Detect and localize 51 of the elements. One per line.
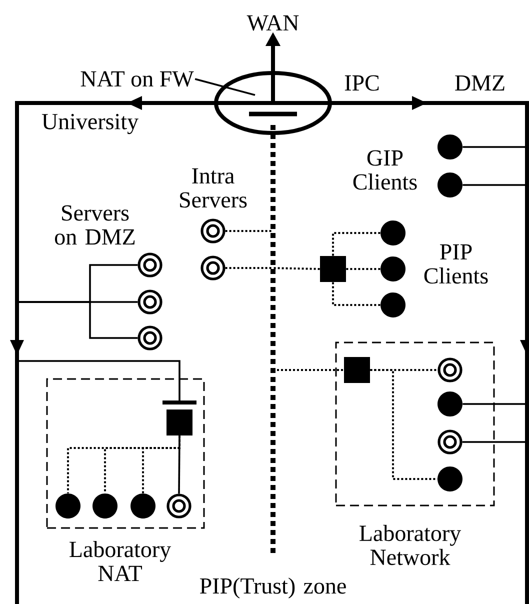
filled-circle-symbol (380, 256, 406, 282)
text-label: GIP Clients (353, 150, 417, 190)
double-circle-symbol (200, 256, 226, 280)
group-box: Laboratory Network (335, 342, 495, 566)
node-label: Laboratory Network (360, 524, 462, 566)
text-label: University (42, 114, 138, 134)
text-label: Servers on DMZ (55, 205, 135, 245)
filled-circle-symbol (92, 494, 118, 518)
connector-line (332, 282, 380, 306)
connector-line (370, 369, 438, 480)
filled-circle-symbol (56, 494, 80, 518)
connector-line (17, 301, 138, 339)
square-symbol (344, 357, 370, 383)
connector-line (142, 436, 180, 494)
node-label: Laboratory NAT (70, 541, 172, 581)
connector-line (462, 146, 527, 148)
filled-circle-symbol (438, 392, 462, 416)
text-label: DMZ (455, 75, 504, 91)
leader-line (194, 78, 256, 96)
double-circle-symbol (438, 430, 462, 454)
filled-circle-symbol (380, 220, 406, 246)
text-label: Intra Servers (180, 168, 247, 208)
firewall-ellipse (214, 71, 332, 135)
wan-label: WAN (246, 15, 299, 31)
filled-circle-symbol (438, 466, 462, 492)
firewall-label: NAT on FW (80, 71, 194, 87)
connector-line (462, 184, 527, 186)
double-circle-symbol (138, 326, 162, 350)
double-circle-symbol (166, 494, 192, 518)
double-circle-symbol (138, 290, 162, 314)
connector-line (332, 232, 380, 256)
connector-line (273, 369, 344, 371)
connector-line (462, 441, 527, 443)
double-circle-symbol (200, 218, 226, 244)
double-circle-symbol (438, 358, 462, 382)
filled-circle-symbol (130, 494, 156, 518)
text-label: PIP Clients (424, 244, 488, 284)
connector-line (17, 360, 180, 404)
connector-line (346, 268, 380, 270)
connector-line (272, 267, 320, 270)
text-label: PIP(Trust) zone (200, 578, 346, 598)
connector-line (462, 403, 527, 405)
filled-circle-symbol (380, 292, 406, 318)
square-symbol (320, 256, 346, 282)
connector-line (178, 436, 180, 494)
square-symbol (162, 400, 196, 436)
connector-line (225, 267, 273, 269)
double-circle-symbol (138, 252, 162, 278)
filled-circle-symbol (438, 134, 462, 160)
filled-circle-symbol (438, 172, 462, 198)
connector-line (225, 230, 273, 232)
